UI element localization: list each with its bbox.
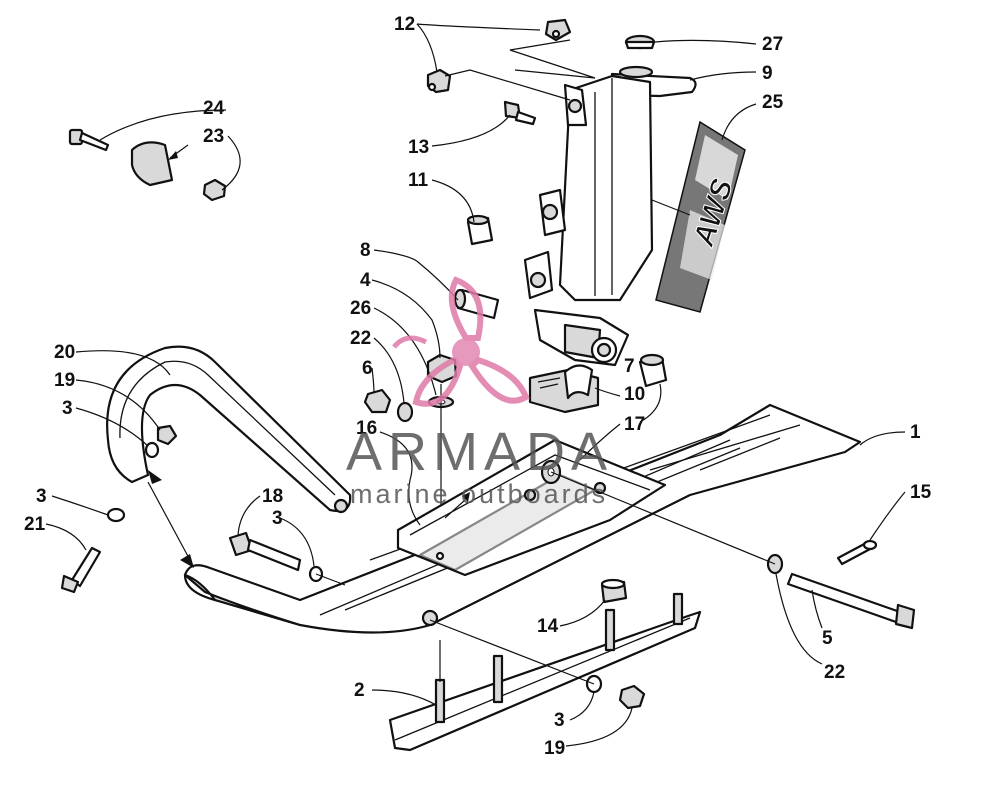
callout-18: 18	[262, 486, 283, 507]
grease-fitting-13-part	[503, 100, 537, 126]
callout-10: 10	[624, 384, 645, 405]
callout-4: 4	[360, 270, 371, 291]
watermark: ARMADA marine outboards	[346, 276, 613, 509]
callout-6: 6	[362, 358, 373, 379]
plug-27-part	[624, 34, 656, 50]
cotter-pin-15-part	[836, 539, 878, 566]
watermark-tagline: marine outboards	[350, 479, 608, 509]
callout-11: 11	[408, 170, 429, 191]
callout-17: 17	[624, 414, 645, 435]
ski-loop-20-part	[106, 345, 352, 514]
callout-7: 7	[624, 356, 635, 377]
callout-14: 14	[537, 616, 559, 637]
bushing-11-part	[466, 214, 494, 246]
callout-15: 15	[910, 482, 932, 503]
callout-26: 26	[350, 298, 371, 319]
callout-3a: 3	[62, 398, 73, 419]
callout-labels: 12 27 9 25 24 23 13 11 8 4 26 22 6 7 10 …	[24, 14, 932, 759]
callout-5: 5	[822, 628, 833, 649]
callout-27: 27	[762, 34, 783, 55]
washer-3b-part	[106, 507, 126, 523]
callout-2: 2	[354, 680, 365, 701]
callout-19b: 19	[544, 738, 565, 759]
spacer-14-part	[600, 578, 628, 604]
callout-24: 24	[203, 98, 225, 119]
nut-6-part	[363, 388, 392, 414]
callout-19a: 19	[54, 370, 75, 391]
bolt-21-part	[60, 546, 102, 594]
callout-12: 12	[394, 14, 415, 35]
washer-22a-part	[396, 401, 414, 423]
nut-12a-part	[544, 18, 572, 42]
callout-1: 1	[910, 422, 921, 443]
callout-3c: 3	[272, 508, 283, 529]
callout-3b: 3	[36, 486, 47, 507]
bolt-18-part	[228, 531, 302, 572]
callout-20: 20	[54, 342, 75, 363]
bolt-24-part	[68, 128, 110, 152]
callout-9: 9	[762, 63, 773, 84]
callout-25: 25	[762, 92, 784, 113]
callout-22b: 22	[824, 662, 845, 683]
callout-8: 8	[360, 240, 371, 261]
decal-part: AWS	[655, 120, 746, 313]
nut-19b-part	[618, 684, 646, 710]
nut-12b-part	[426, 68, 452, 94]
callout-23: 23	[203, 126, 224, 147]
bolt-5-part	[786, 572, 916, 630]
spindle-part	[523, 65, 697, 367]
leader-lines	[45, 23, 906, 747]
callout-22a: 22	[350, 328, 371, 349]
block-7-part	[528, 364, 600, 414]
watermark-brand: ARMADA	[346, 422, 613, 482]
clamp-23-part	[130, 141, 227, 202]
callout-13: 13	[408, 137, 429, 158]
propeller-logo-icon	[392, 276, 530, 407]
nut-19a-part	[156, 424, 178, 446]
wear-bar-2-part	[388, 592, 702, 752]
callout-3d: 3	[554, 710, 565, 731]
bushing-10-part	[638, 353, 668, 388]
callout-21: 21	[24, 514, 46, 535]
washer-3a-part	[144, 441, 160, 459]
callout-16: 16	[356, 418, 377, 439]
